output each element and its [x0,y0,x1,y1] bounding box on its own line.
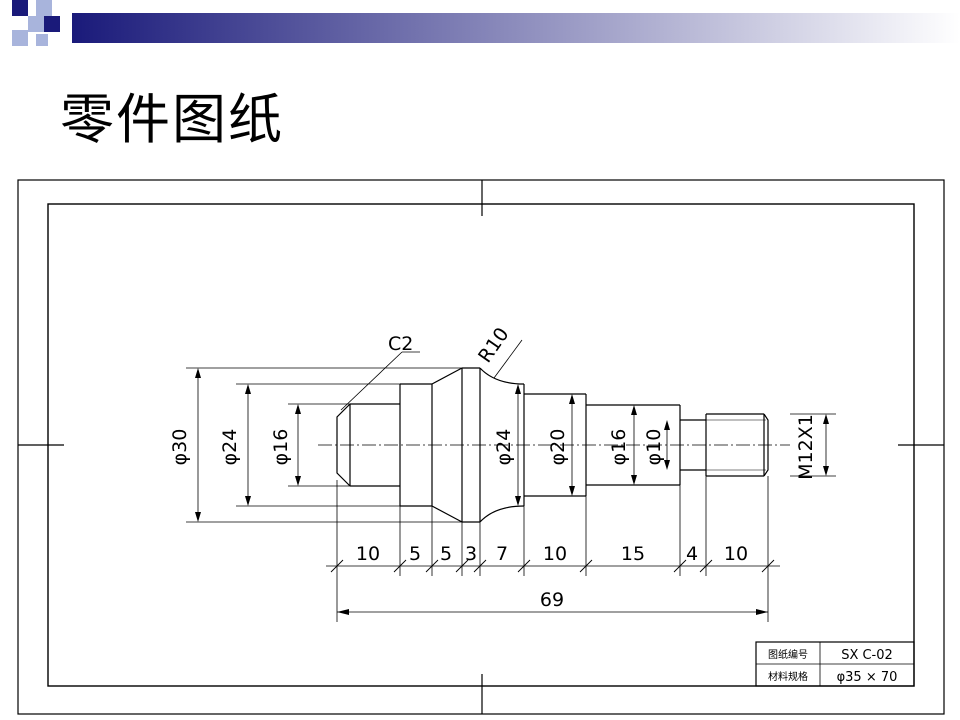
header-square [36,34,48,46]
length-label: 10 [543,543,567,565]
length-label: 15 [621,543,645,565]
length-label: 10 [356,543,380,565]
shaft-outline [336,367,769,523]
header-gradient-bar [72,13,960,43]
header-decoration [12,0,960,46]
chamfer-label: C2 [388,333,413,355]
dim-label-d24-mid: φ24 [493,429,515,466]
length-label: 3 [465,543,477,565]
title-block-material-label: 材料规格 [768,670,808,683]
slide-title: 零件图纸 [60,88,284,151]
title-block-material-value: φ35 × 70 [837,670,898,685]
length-label: 10 [724,543,748,565]
title-block-drawing-no-label: 图纸编号 [768,648,808,661]
length-extension-lines [336,476,769,622]
chain-dimension-ticks [330,559,775,573]
dim-label-thread: M12X1 [795,414,817,480]
header-square [44,16,60,32]
header-square [12,30,28,46]
length-label: 7 [496,543,508,565]
diameter-dimensions [186,367,836,523]
radius-leader [493,339,523,379]
title-block [755,641,915,687]
outer-frame [17,179,945,715]
dim-label-d10: φ10 [643,429,665,466]
header-square [28,16,44,32]
radius-label: R10 [474,324,513,367]
header-square [12,0,28,16]
length-label: 4 [686,543,698,565]
dim-label-d30: φ30 [169,429,191,466]
total-dimension-arrows [337,609,768,615]
diameter-arrows [195,368,829,522]
title-block-drawing-no-value: SX C-02 [841,648,893,663]
total-length-label: 69 [540,589,564,611]
dim-label-d16-left: φ16 [270,429,292,466]
length-label: 5 [409,543,421,565]
header-square [36,0,52,16]
chamfer-leader [340,351,420,411]
dim-label-d16-right: φ16 [608,429,630,466]
dim-label-d24-left: φ24 [219,429,241,466]
centering-marks [18,180,944,714]
dim-label-d20: φ20 [547,429,569,466]
thread-minor-lines [706,419,766,471]
length-label: 5 [440,543,452,565]
